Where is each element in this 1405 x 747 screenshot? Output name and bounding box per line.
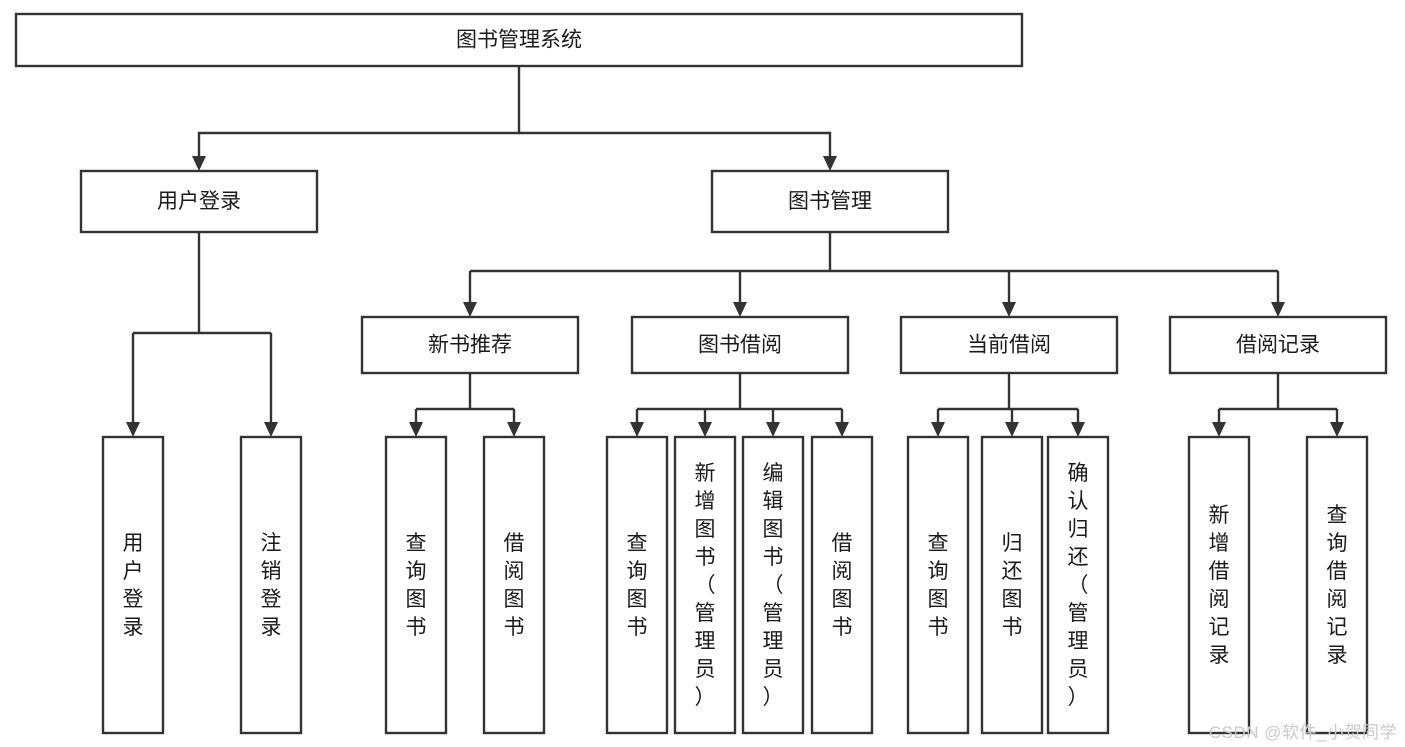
leaf-leaf-confirm-return[interactable]: 确认归还（管理员） [1046,435,1110,735]
arrow-head-root-bus [192,156,206,171]
node-layer: 图书管理系统用户登录图书管理新书推荐图书借阅当前借阅借阅记录用户登录注销登录查询… [14,12,1388,735]
arrow-head-nbr-l2 [507,422,521,437]
arrow-head-user-login-right [264,422,278,437]
leaf-leaf-query-book-2[interactable]: 查询图书 [605,435,669,735]
leaf-label-leaf-borrow-book-1: 借阅图书 [504,532,525,639]
node-label-user-login: 用户登录 [157,190,241,213]
arrow-head-br-l2 [1330,422,1344,437]
arrow-head-nbr-l1 [409,422,423,437]
leaf-leaf-borrow-book-2[interactable]: 借阅图书 [810,435,874,735]
leaf-box-leaf-borrow-book-2 [810,435,874,735]
arrow-head-bb-l2 [698,422,712,437]
node-label-current-borrow: 当前借阅 [967,334,1051,357]
node-box-book-borrow [630,315,850,375]
connector-layer [126,66,1344,437]
node-box-book-manage [710,169,950,234]
arrow-head-bm-c4 [1271,302,1285,317]
node-new-book-rec[interactable]: 新书推荐 [360,315,580,375]
leaf-leaf-add-book[interactable]: 新增图书（管理员） [673,435,737,735]
node-book-manage[interactable]: 图书管理 [710,169,950,234]
arrow-head-user-login-left [126,422,140,437]
leaf-box-leaf-confirm-return [1046,435,1110,735]
arrow-head-cb-l1 [931,422,945,437]
node-box-new-book-rec [360,315,580,375]
leaf-label-leaf-add-book: 新增图书（管理员） [695,462,716,709]
arrow-head-bm-c2 [733,302,747,317]
node-box-root [14,12,1024,68]
node-label-book-manage: 图书管理 [788,190,872,213]
arrow-head-root-to-book-manage [823,156,837,171]
node-root[interactable]: 图书管理系统 [14,12,1024,68]
leaf-leaf-query-record[interactable]: 查询借阅记录 [1305,435,1369,735]
node-box-borrow-record [1168,315,1388,375]
leaf-box-leaf-return-book [980,435,1044,735]
arrow-head-bb-l4 [835,422,849,437]
connector-root-to-book-manage [519,131,832,165]
node-label-book-borrow: 图书借阅 [698,334,782,357]
leaf-leaf-edit-book[interactable]: 编辑图书（管理员） [741,435,805,735]
leaf-label-leaf-return-book: 归还图书 [1002,532,1023,639]
arrow-head-cb-l3 [1071,422,1085,437]
leaf-label-leaf-edit-book: 编辑图书（管理员） [763,462,784,709]
leaf-label-leaf-confirm-return: 确认归还（管理员） [1068,462,1089,709]
leaf-label-leaf-add-record: 新增借阅记录 [1209,504,1230,667]
connector-root-bus [197,66,521,165]
leaf-label-leaf-query-book-3: 查询图书 [928,532,949,639]
node-box-user-login [79,169,319,234]
node-current-borrow[interactable]: 当前借阅 [899,315,1119,375]
leaf-leaf-query-book-3[interactable]: 查询图书 [906,435,970,735]
arrow-head-cb-l2 [1005,422,1019,437]
node-label-new-book-rec: 新书推荐 [428,334,512,357]
leaf-box-leaf-edit-book [741,435,805,735]
leaf-label-leaf-user-login: 用户登录 [123,532,144,639]
leaf-label-leaf-query-book-1: 查询图书 [406,532,427,639]
arrow-head-bm-c3 [1002,302,1016,317]
leaf-box-leaf-query-book-2 [605,435,669,735]
leaf-box-leaf-user-logout [239,435,303,735]
leaf-box-leaf-user-login [101,435,165,735]
leaf-box-leaf-add-book [673,435,737,735]
node-label-borrow-record: 借阅记录 [1236,334,1320,357]
arrow-head-br-l1 [1212,422,1226,437]
leaf-label-leaf-borrow-book-2: 借阅图书 [832,532,853,639]
leaf-leaf-user-logout[interactable]: 注销登录 [239,435,303,735]
node-borrow-record[interactable]: 借阅记录 [1168,315,1388,375]
leaf-leaf-query-book-1[interactable]: 查询图书 [384,435,448,735]
leaf-box-leaf-add-record [1187,435,1251,735]
csdn-watermark: CSDN @软件_小贺同学 [1208,723,1397,742]
leaf-label-leaf-query-book-2: 查询图书 [627,532,648,639]
leaf-label-leaf-user-logout: 注销登录 [261,532,282,639]
arrow-head-bm-c1 [463,302,477,317]
arrow-head-bb-l3 [766,422,780,437]
leaf-leaf-add-record[interactable]: 新增借阅记录 [1187,435,1251,735]
leaf-leaf-borrow-book-1[interactable]: 借阅图书 [482,435,546,735]
leaf-box-leaf-borrow-book-1 [482,435,546,735]
leaf-box-leaf-query-book-3 [906,435,970,735]
node-box-current-borrow [899,315,1119,375]
node-label-root: 图书管理系统 [456,29,582,52]
arrow-head-bb-l1 [630,422,644,437]
leaf-leaf-user-login[interactable]: 用户登录 [101,435,165,735]
leaf-label-leaf-query-record: 查询借阅记录 [1327,504,1348,667]
leaf-leaf-return-book[interactable]: 归还图书 [980,435,1044,735]
node-user-login[interactable]: 用户登录 [79,169,319,234]
node-book-borrow[interactable]: 图书借阅 [630,315,850,375]
leaf-box-leaf-query-book-1 [384,435,448,735]
leaf-box-leaf-query-record [1305,435,1369,735]
